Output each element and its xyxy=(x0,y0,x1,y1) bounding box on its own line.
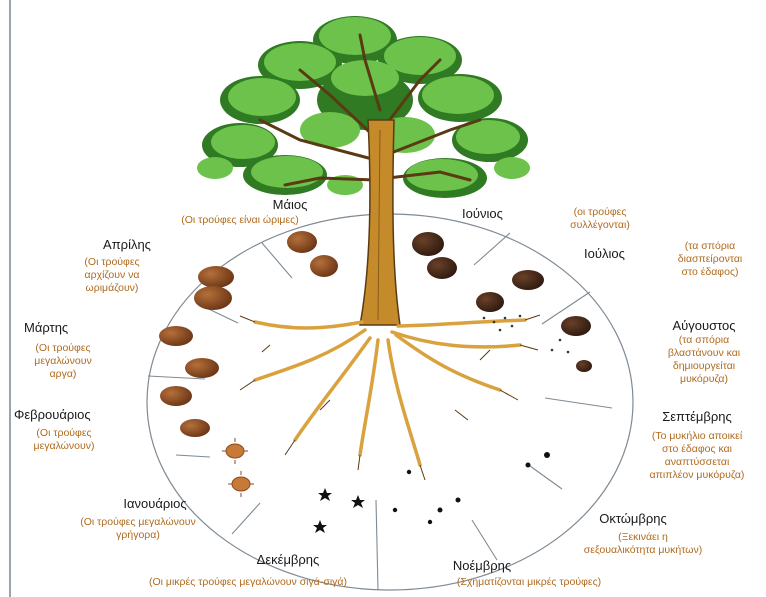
note-line: στο έδαφος) xyxy=(664,266,756,279)
note-line: (τα σπόρια xyxy=(644,334,764,347)
month-name-january: Ιανουάριος xyxy=(100,496,210,511)
note-line: ωριμάζουν) xyxy=(66,282,158,295)
tree-roots xyxy=(255,320,525,465)
month-name-march: Μάρτης xyxy=(24,320,68,335)
month-name-november: Νοέμβρης xyxy=(422,558,542,573)
note-line: (Οι τρούφες είναι ώριμες) xyxy=(181,214,298,226)
note-line: συλλέγονται) xyxy=(548,219,652,232)
month-name-june: Ιούνιος xyxy=(462,206,503,221)
note-line: (Σχηματίζονται μικρές τρούφες) xyxy=(457,576,601,588)
note-line: διασπείρονται xyxy=(664,253,756,266)
note-line: (τα σπόρια xyxy=(664,240,756,253)
note-line: δημιουργείται xyxy=(644,360,764,373)
month-name-december: Δεκέμβρης xyxy=(228,552,348,567)
month-name-april: Απρίλης xyxy=(92,237,162,252)
note-line: αναπτύσσεται xyxy=(632,456,762,469)
month-note-may: (Οι τρούφες είναι ώριμες) xyxy=(140,214,340,227)
note-line: (Το μυκήλιο αποικεί xyxy=(632,430,762,443)
note-line: (Οι τρούφες xyxy=(20,342,106,355)
note-line: (Οι τρούφες μεγαλώνουν xyxy=(48,516,228,529)
note-line: (οι τρούφες xyxy=(548,206,652,219)
small-truffle-marks xyxy=(313,452,550,533)
note-line: γρήγορα) xyxy=(48,529,228,542)
note-line: απιπλέον μυκόρυζα) xyxy=(632,469,762,482)
note-line: (Ξεκινάει η xyxy=(568,531,718,544)
note-line: (Οι μικρές τρούφες μεγαλώνουν σιγά-σιγά) xyxy=(149,576,347,588)
month-note-november: (Σχηματίζονται μικρές τρούφες) xyxy=(414,576,644,589)
note-line: (Οι τρούφες xyxy=(66,256,158,269)
month-note-october: (Ξεκινάει η σεξουαλικότητα μυκήτων) xyxy=(568,531,718,557)
tree-canopy xyxy=(197,16,530,198)
month-note-april: (Οι τρούφες αρχίζουν να ωριμάζουν) xyxy=(66,256,158,295)
note-line: σεξουαλικότητα μυκήτων) xyxy=(568,544,718,557)
note-line: βλαστάνουν και xyxy=(644,347,764,360)
month-note-september: (Το μυκήλιο αποικεί στο έδαφος και αναπτ… xyxy=(632,430,762,482)
note-line: (Οι τρούφες xyxy=(18,427,110,440)
month-name-october: Οκτώμβρης xyxy=(578,511,688,526)
month-name-may: Μάιος xyxy=(210,197,370,212)
month-note-january: (Οι τρούφες μεγαλώνουν γρήγορα) xyxy=(48,516,228,542)
note-line: μυκόρυζα) xyxy=(644,373,764,386)
month-note-march: (Οι τρούφες μεγαλώνουν αργα) xyxy=(20,342,106,381)
month-note-july: (τα σπόρια διασπείρονται στο έδαφος) xyxy=(664,240,756,279)
note-line: αρχίζουν να xyxy=(66,269,158,282)
month-name-september: Σεπτέμβρης xyxy=(642,409,752,424)
note-line: στο έδαφος και xyxy=(632,443,762,456)
note-line: μεγαλώνουν) xyxy=(18,440,110,453)
month-note-august: (τα σπόρια βλαστάνουν και δημιουργείται … xyxy=(644,334,764,386)
month-note-february: (Οι τρούφες μεγαλώνουν) xyxy=(18,427,110,453)
month-name-july: Ιούλιος xyxy=(584,246,625,261)
note-line: μεγαλώνουν xyxy=(20,355,106,368)
month-name-august: Αύγουστος xyxy=(654,318,754,333)
month-note-december: (Οι μικρές τρούφες μεγαλώνουν σιγά-σιγά) xyxy=(88,576,408,589)
spiky-truffles xyxy=(222,438,254,497)
note-line: αργα) xyxy=(20,368,106,381)
month-note-june: (οι τρούφες συλλέγονται) xyxy=(548,206,652,232)
month-name-february: Φεβρουάριος xyxy=(14,407,91,422)
